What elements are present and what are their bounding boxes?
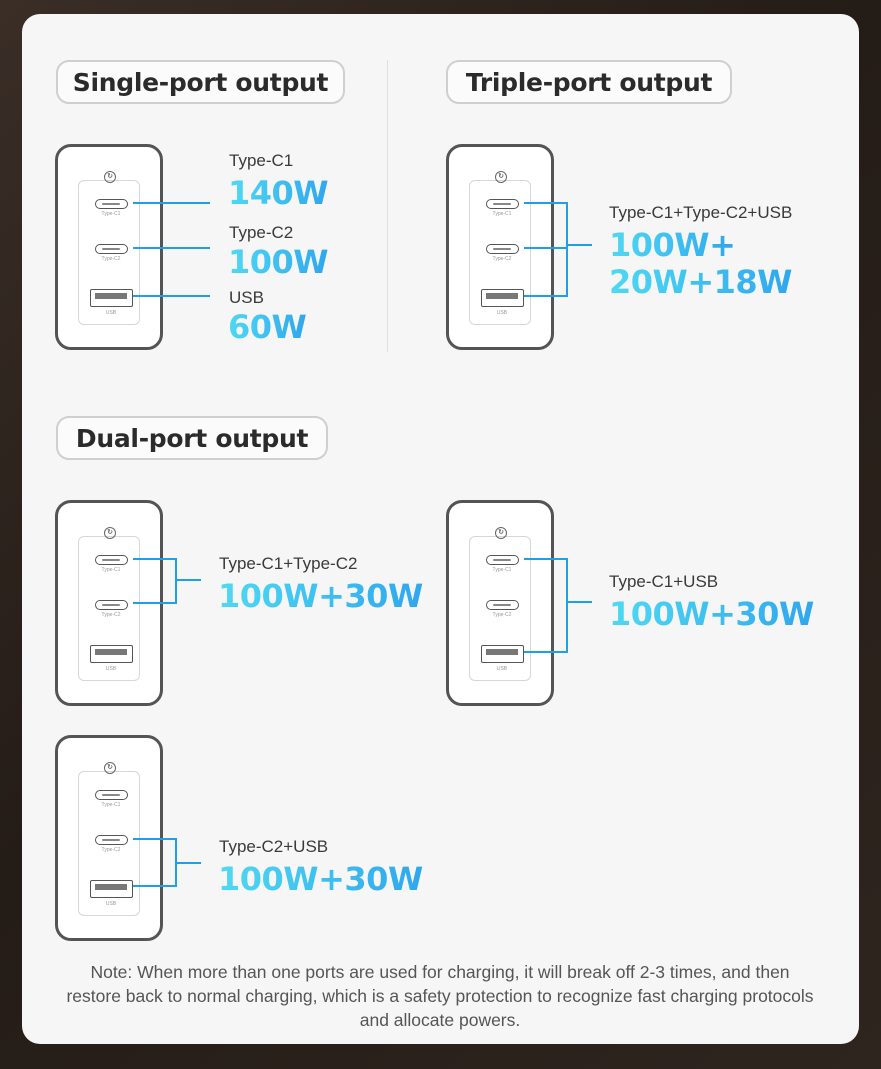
connector-line (133, 295, 210, 297)
connector-line (175, 862, 201, 864)
type-c2-port-icon (486, 600, 519, 610)
single-port-heading: Single-port output (56, 60, 345, 104)
connector-line (524, 651, 568, 653)
connector-line (524, 295, 568, 297)
connector-line (133, 247, 210, 249)
port-label-c2: Type-C2 (101, 612, 121, 618)
type-c1-port-icon (95, 555, 128, 565)
port-label-usb: USB (496, 310, 508, 316)
type-c2-port-icon (486, 244, 519, 254)
port-label-c1: Type-C1 (492, 567, 512, 573)
connector-bracket (566, 202, 568, 297)
connector-line (524, 202, 568, 204)
port-label-usb: USB (105, 310, 117, 316)
port-label-c2: Type-C2 (492, 612, 512, 618)
triple-watt-line1: 100W+ (609, 226, 736, 264)
type-c2-port-icon (95, 600, 128, 610)
dual-c1-usb-watt: 100W+30W (609, 595, 814, 633)
single-c2-watt: 100W (228, 243, 329, 281)
connector-line (566, 601, 592, 603)
triple-watt-line2: 20W+18W (609, 263, 792, 301)
usb-port-icon (90, 289, 133, 307)
single-c2-name: Type-C2 (229, 223, 294, 242)
connector-line (175, 579, 201, 581)
port-label-usb: USB (105, 666, 117, 672)
triple-port-heading: Triple-port output (446, 60, 732, 104)
port-label-usb: USB (496, 666, 508, 672)
single-usb-watt: 60W (228, 308, 307, 346)
port-label-c2: Type-C2 (101, 256, 121, 262)
usb-port-icon (481, 289, 524, 307)
type-c2-port-icon (95, 244, 128, 254)
type-c1-port-icon (95, 790, 128, 800)
section-divider (387, 60, 388, 352)
dual-c1-c2-name: Type-C1+Type-C2 (219, 554, 358, 573)
connector-line (133, 202, 210, 204)
single-c1-name: Type-C1 (229, 151, 294, 170)
port-label-c2: Type-C2 (492, 256, 512, 262)
connector-bracket (175, 558, 177, 604)
connector-line (133, 885, 177, 887)
dual-port-heading: Dual-port output (56, 416, 328, 460)
brand-logo-icon: ↻ (104, 527, 116, 539)
triple-name: Type-C1+Type-C2+USB (609, 203, 793, 222)
connector-line (524, 247, 568, 249)
connector-line (566, 244, 592, 246)
connector-line (133, 838, 177, 840)
charger-dual-c1-usb: ↻ Type-C1 Type-C2 USB (446, 500, 554, 706)
usb-port-icon (90, 880, 133, 898)
single-usb-name: USB (229, 288, 264, 307)
connector-line (524, 558, 568, 560)
brand-logo-icon: ↻ (495, 527, 507, 539)
usb-port-icon (481, 645, 524, 663)
connector-line (133, 558, 177, 560)
single-c1-watt: 140W (228, 174, 329, 212)
port-label-c1: Type-C1 (492, 211, 512, 217)
port-label-c1: Type-C1 (101, 211, 121, 217)
dual-c1-usb-name: Type-C1+USB (609, 572, 719, 591)
port-label-c2: Type-C2 (101, 847, 121, 853)
type-c1-port-icon (486, 199, 519, 209)
type-c1-port-icon (95, 199, 128, 209)
dual-c2-usb-name: Type-C2+USB (219, 837, 329, 856)
type-c1-port-icon (486, 555, 519, 565)
brand-logo-icon: ↻ (495, 171, 507, 183)
dual-c1-c2-watt: 100W+30W (218, 577, 423, 615)
brand-logo-icon: ↻ (104, 762, 116, 774)
port-label-c1: Type-C1 (101, 802, 121, 808)
dual-c2-usb-watt: 100W+30W (218, 860, 423, 898)
port-label-usb: USB (105, 901, 117, 907)
safety-note: Note: When more than one ports are used … (66, 962, 814, 1030)
port-label-c1: Type-C1 (101, 567, 121, 573)
usb-port-icon (90, 645, 133, 663)
connector-line (133, 602, 177, 604)
type-c2-port-icon (95, 835, 128, 845)
connector-bracket (566, 558, 568, 653)
brand-logo-icon: ↻ (104, 171, 116, 183)
